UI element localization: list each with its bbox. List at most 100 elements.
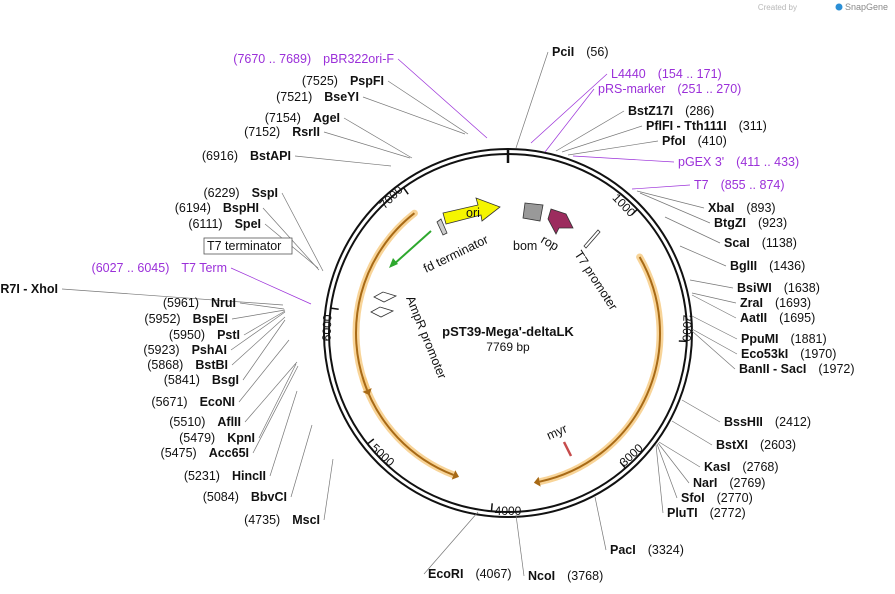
site-position: (6916) xyxy=(202,149,238,163)
leader-line xyxy=(572,155,675,163)
site-name: BseYI xyxy=(324,90,359,104)
t7-promoter-feature[interactable]: T7 promoter xyxy=(571,229,620,313)
rop-feature[interactable]: rop xyxy=(539,208,574,254)
site-position: (2603) xyxy=(760,438,796,452)
site-label[interactable]: BbvCI(5084) xyxy=(203,490,287,504)
site-label[interactable]: AatII(1695) xyxy=(740,311,815,325)
orf-arc-left[interactable] xyxy=(352,209,418,396)
site-label[interactable]: NruI(5961) xyxy=(163,296,236,310)
site-label[interactable]: AgeI(7154) xyxy=(265,111,340,125)
site-position: (855 .. 874) xyxy=(721,178,785,192)
tick-mark xyxy=(330,307,339,310)
site-label[interactable]: PfoI(410) xyxy=(662,134,727,148)
ori-feature[interactable]: ori xyxy=(442,197,501,225)
leader-line xyxy=(397,58,488,139)
site-name: KasI xyxy=(704,460,730,474)
site-position: (7525) xyxy=(302,74,338,88)
site-label[interactable]: ZraI(1693) xyxy=(740,296,811,310)
site-label[interactable]: PpuMI(1881) xyxy=(741,332,827,346)
t7-terminator-box[interactable]: T7 terminator xyxy=(203,237,293,255)
site-label[interactable]: NcoI (3768) xyxy=(528,569,603,583)
site-label[interactable]: XbaI(893) xyxy=(708,201,776,215)
site-name: EcoNI xyxy=(200,395,235,409)
site-label[interactable]: PflFI - Tth111I(311) xyxy=(646,119,767,133)
site-label[interactable]: PacI(3324) xyxy=(610,543,684,557)
site-position: (5868) xyxy=(147,358,183,372)
site-name: HincII xyxy=(232,469,266,483)
site-name: BssHII xyxy=(724,415,763,429)
tick-mark xyxy=(490,503,493,512)
site-position: (3768) xyxy=(567,569,603,583)
site-label[interactable]: BstZ17I(286) xyxy=(628,104,714,118)
site-name: PluTI xyxy=(667,506,698,520)
site-label[interactable]: BstBI(5868) xyxy=(147,358,228,372)
site-label[interactable]: Acc65I(5475) xyxy=(161,446,249,460)
green-feature-arc[interactable] xyxy=(389,230,432,268)
leader-line xyxy=(269,390,298,477)
site-label[interactable]: BspHI(6194) xyxy=(175,201,259,215)
site-label[interactable]: PluTI(2772) xyxy=(667,506,746,520)
site-position: (1638) xyxy=(784,281,820,295)
site-label[interactable]: BspEI(5952) xyxy=(144,312,228,326)
site-label[interactable]: BssHII(2412) xyxy=(724,415,811,429)
orf-arc-bottom-left[interactable] xyxy=(359,376,460,480)
myr-feature[interactable]: myr xyxy=(545,421,573,457)
site-label[interactable]: BsgI(5841) xyxy=(164,373,239,387)
site-position: (4067) xyxy=(475,567,511,581)
site-label[interactable]: MscI(4735) xyxy=(244,513,320,527)
site-label[interactable]: T7(855 .. 874) xyxy=(694,178,785,192)
site-label[interactable]: T7 Term(6027 .. 6045) xyxy=(92,261,227,275)
site-name: NcoI xyxy=(528,569,555,583)
site-position: (5961) xyxy=(163,296,199,310)
bom-feature[interactable]: bom xyxy=(513,202,544,253)
site-label[interactable]: pBR322ori-F(7670 .. 7689) xyxy=(233,52,394,66)
site-label[interactable]: ScaI(1138) xyxy=(724,236,797,250)
orf-arcs xyxy=(352,209,664,487)
site-label[interactable]: HincII(5231) xyxy=(184,469,266,483)
site-position: (5952) xyxy=(144,312,180,326)
site-label[interactable]: BtgZI(923) xyxy=(714,216,787,230)
site-name: BbvCI xyxy=(251,490,287,504)
site-name: pBR322ori-F xyxy=(323,52,394,66)
site-label[interactable]: PspFI(7525) xyxy=(302,74,384,88)
site-label[interactable]: EcoNI(5671) xyxy=(151,395,235,409)
leader-line xyxy=(681,399,721,423)
leader-line xyxy=(258,363,297,439)
site-label[interactable]: BstAPI(6916) xyxy=(202,149,291,163)
site-label[interactable]: KpnI(5479) xyxy=(179,431,255,445)
site-label[interactable]: BglII(1436) xyxy=(730,259,805,273)
site-label[interactable]: BstXI(2603) xyxy=(716,438,796,452)
site-name: PacI xyxy=(610,543,636,557)
site-position: (6229) xyxy=(203,186,239,200)
site-label[interactable]: EcoRI(4067) xyxy=(428,567,512,581)
site-label[interactable]: PciI(56) xyxy=(552,45,608,59)
site-label[interactable]: BseYI(7521) xyxy=(276,90,359,104)
site-label[interactable]: PshAI(5923) xyxy=(143,343,227,357)
site-label[interactable]: NarI(2769) xyxy=(693,476,765,490)
site-label[interactable]: BsiWI(1638) xyxy=(737,281,820,295)
tick-label: 1000 xyxy=(610,191,639,220)
fd-terminator-feature[interactable]: fd terminator xyxy=(421,218,490,276)
ampr-promoter-feature[interactable]: AmpR promoter xyxy=(370,291,449,381)
site-position: (311) xyxy=(739,119,767,133)
site-label[interactable]: L4440(154 .. 171) xyxy=(611,67,722,81)
site-label[interactable]: AflII(5510) xyxy=(169,415,241,429)
orf-arc-right[interactable] xyxy=(533,253,664,487)
site-label[interactable]: SspI(6229) xyxy=(203,186,278,200)
leader-line xyxy=(567,140,659,156)
site-name: AvaI - BsoBI - PaeR7I - XhoI xyxy=(0,282,58,296)
site-label[interactable]: pRS-marker(251 .. 270) xyxy=(598,82,741,96)
site-label[interactable]: PstI(5950) xyxy=(169,328,240,342)
site-label[interactable]: KasI(2768) xyxy=(704,460,779,474)
site-label[interactable]: RsrII(7152) xyxy=(244,125,320,139)
site-label[interactable]: SfoI(2770) xyxy=(681,491,753,505)
plasmid-length: 7769 bp xyxy=(486,340,530,354)
site-label[interactable]: SpeI(6111) xyxy=(188,217,261,231)
site-label[interactable]: AvaI - BsoBI - PaeR7I - XhoI(5971) xyxy=(0,282,58,296)
site-label[interactable]: pGEX 3'(411 .. 433) xyxy=(678,155,799,169)
site-position: (56) xyxy=(586,45,608,59)
site-label[interactable]: BanII - SacI(1972) xyxy=(739,362,855,376)
site-label[interactable]: Eco53kI(1970) xyxy=(741,347,836,361)
site-name: AatII xyxy=(740,311,767,325)
